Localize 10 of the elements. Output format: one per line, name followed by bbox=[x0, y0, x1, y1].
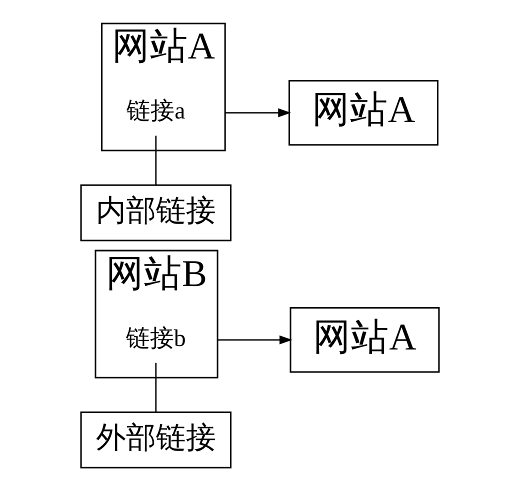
node-box: 内部链接 bbox=[80, 184, 231, 242]
node-box: 外部链接 bbox=[80, 411, 231, 468]
node-text: 链接a bbox=[126, 98, 185, 125]
node-box: 网站A bbox=[288, 80, 438, 146]
node-box: 网站A bbox=[289, 307, 440, 373]
node-text: 链接b bbox=[125, 326, 186, 352]
connector bbox=[154, 362, 156, 412]
arrow bbox=[217, 335, 292, 344]
connector bbox=[154, 136, 156, 185]
arrow bbox=[224, 108, 290, 118]
